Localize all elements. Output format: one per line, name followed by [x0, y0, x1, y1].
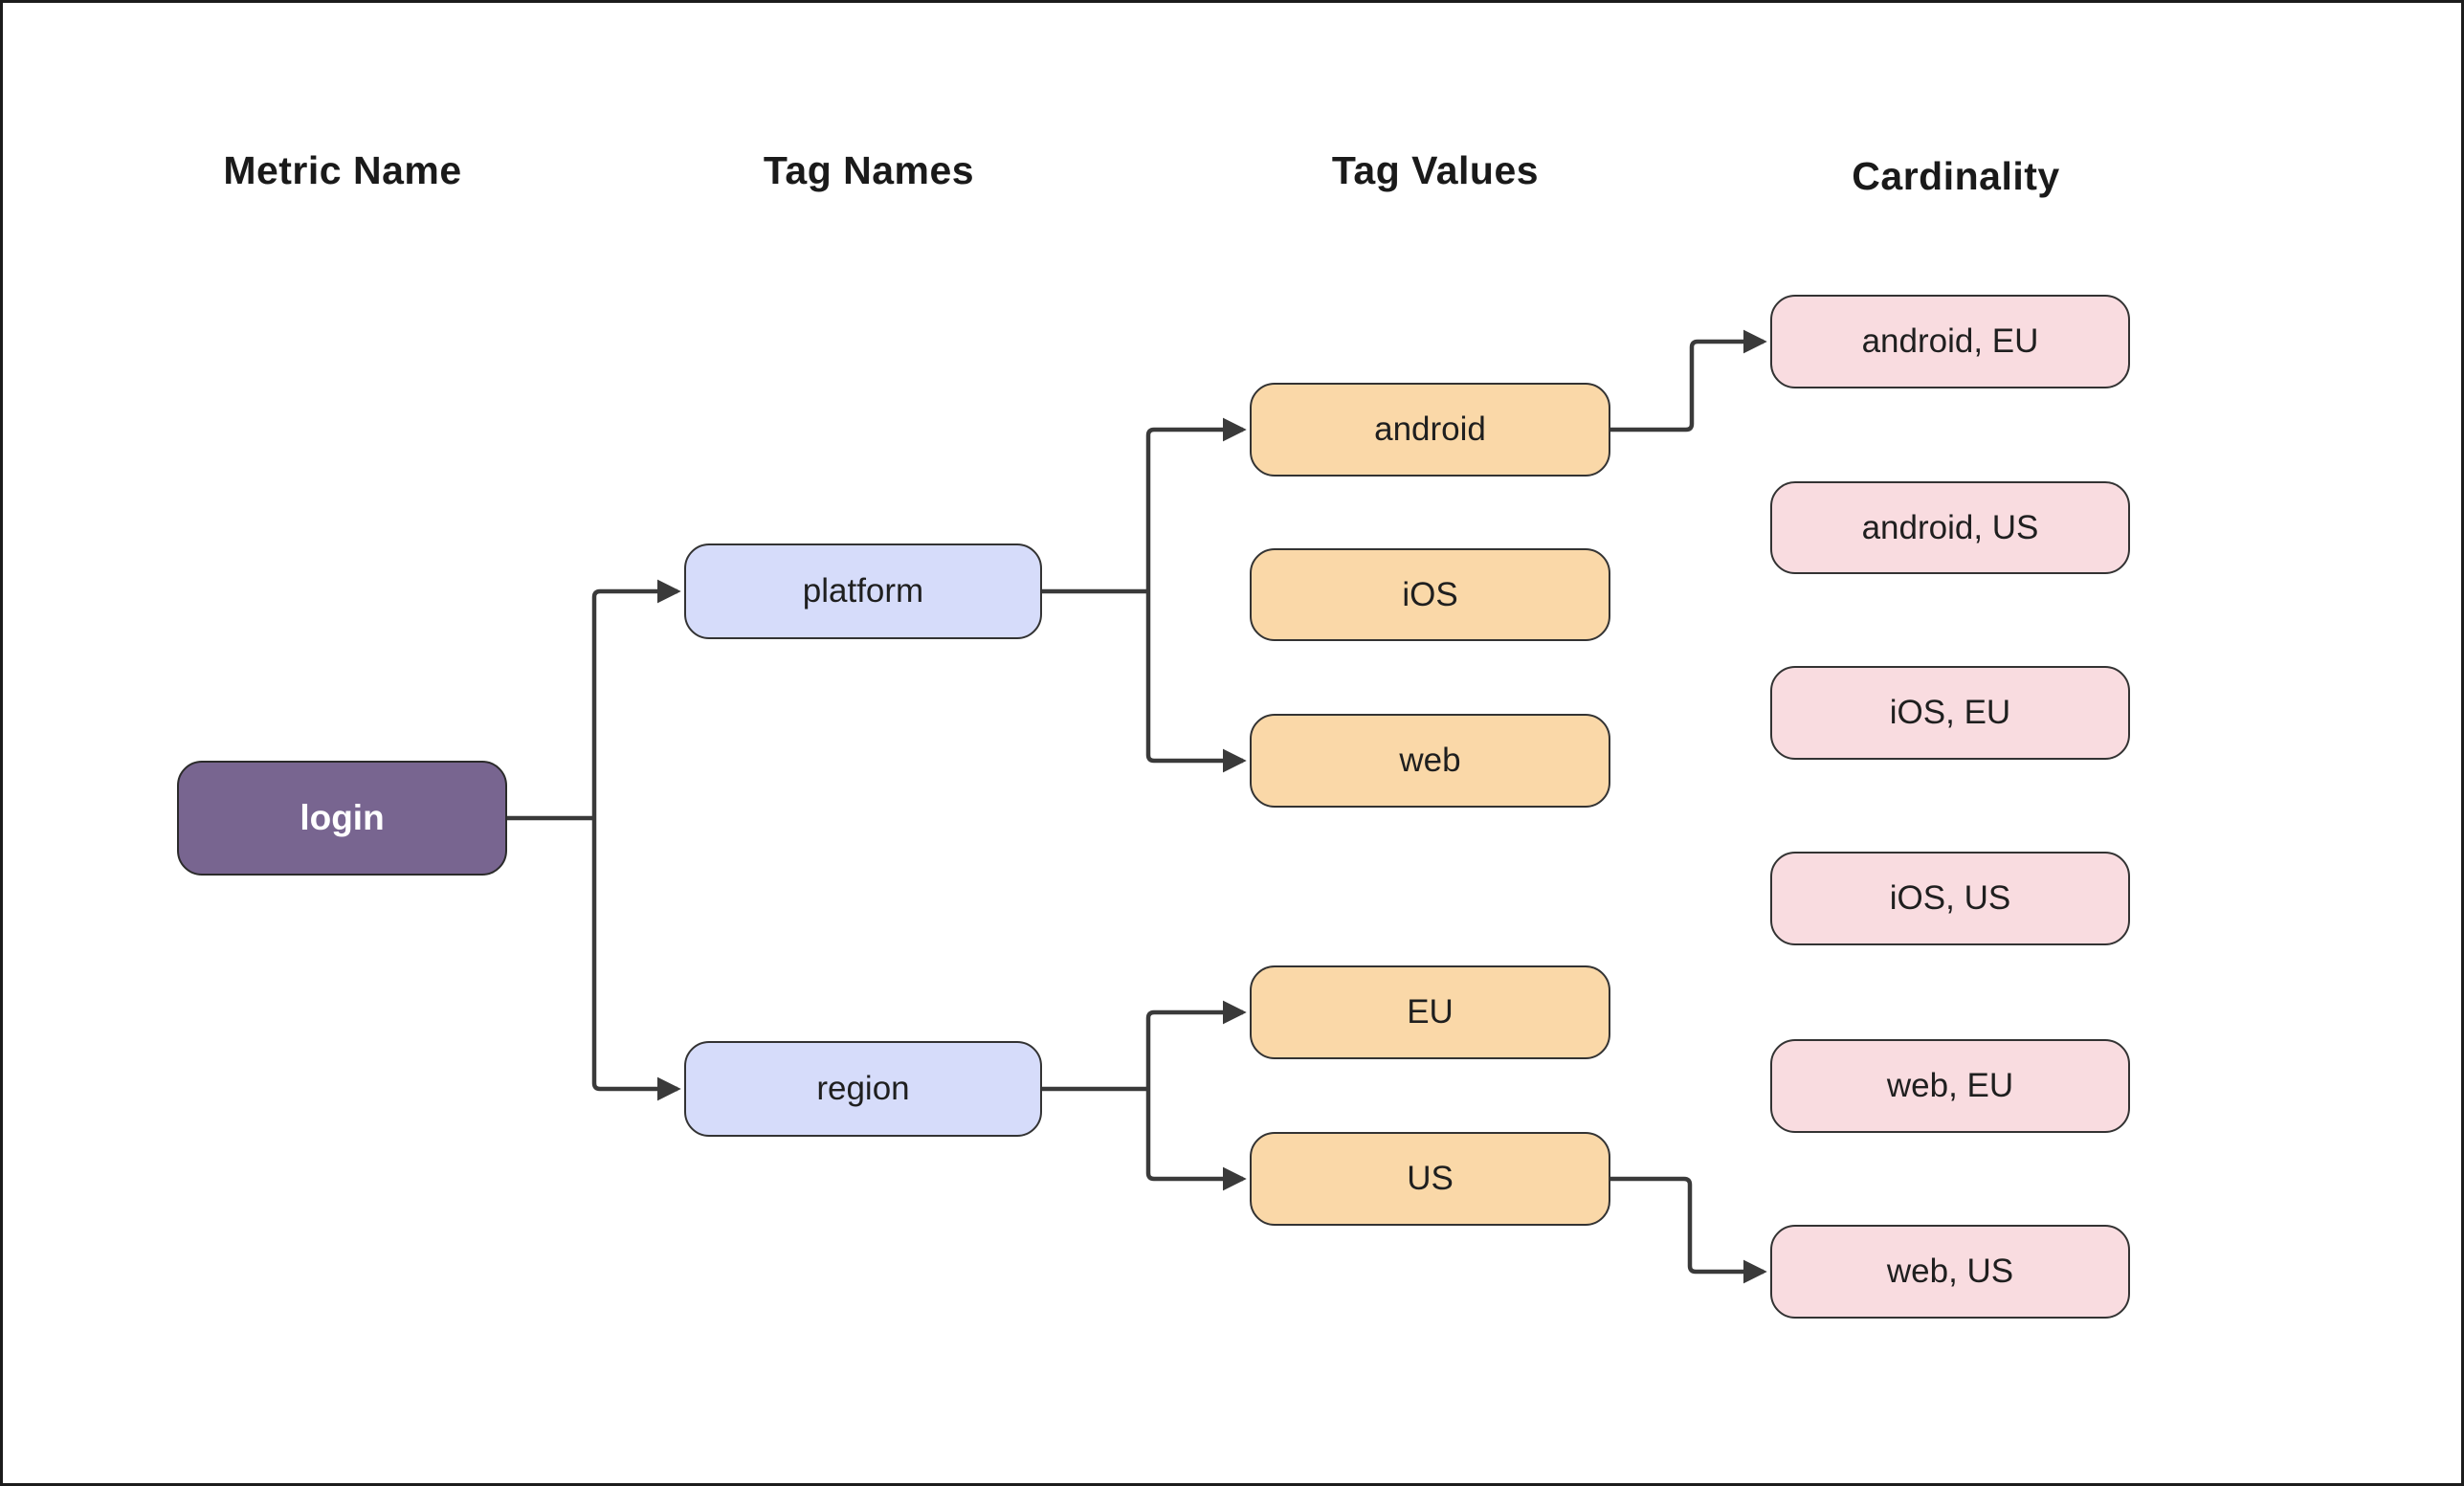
- node-cardinality-web-us: web, US: [1770, 1225, 2130, 1319]
- edge-us-web-us: [1610, 1176, 1767, 1284]
- column-header-cardinality: Cardinality: [1852, 154, 2060, 198]
- edge-connector-layer: [507, 329, 1767, 1284]
- column-header-tag-values: Tag Values: [1331, 148, 1540, 192]
- node-cardinality-ios-eu: iOS, EU: [1770, 666, 2130, 760]
- node-value-us: US: [1250, 1132, 1610, 1226]
- edge-platform-web: [1145, 591, 1247, 773]
- node-value-eu: EU: [1250, 965, 1610, 1059]
- node-cardinality-ios-us: iOS, US: [1770, 852, 2130, 945]
- edge-login-region: [591, 818, 681, 1101]
- node-cardinality-android-eu: android, EU: [1770, 295, 2130, 388]
- edge-android-android-eu: [1610, 329, 1767, 432]
- edge-region-eu: [1145, 1000, 1247, 1089]
- edge-platform-android: [1145, 417, 1247, 591]
- node-value-ios: iOS: [1250, 548, 1610, 641]
- node-metric-login: login: [177, 761, 507, 876]
- edge-login-platform: [591, 579, 681, 818]
- node-cardinality-web-eu: web, EU: [1770, 1039, 2130, 1133]
- node-value-android: android: [1250, 383, 1610, 477]
- node-tag-platform: platform: [684, 543, 1042, 639]
- node-tag-region: region: [684, 1041, 1042, 1137]
- edge-region-us: [1145, 1089, 1247, 1191]
- node-value-web: web: [1250, 714, 1610, 808]
- node-cardinality-android-us: android, US: [1770, 481, 2130, 574]
- column-header-metric-name: Metric Name: [223, 148, 462, 192]
- column-header-tag-names: Tag Names: [763, 148, 975, 192]
